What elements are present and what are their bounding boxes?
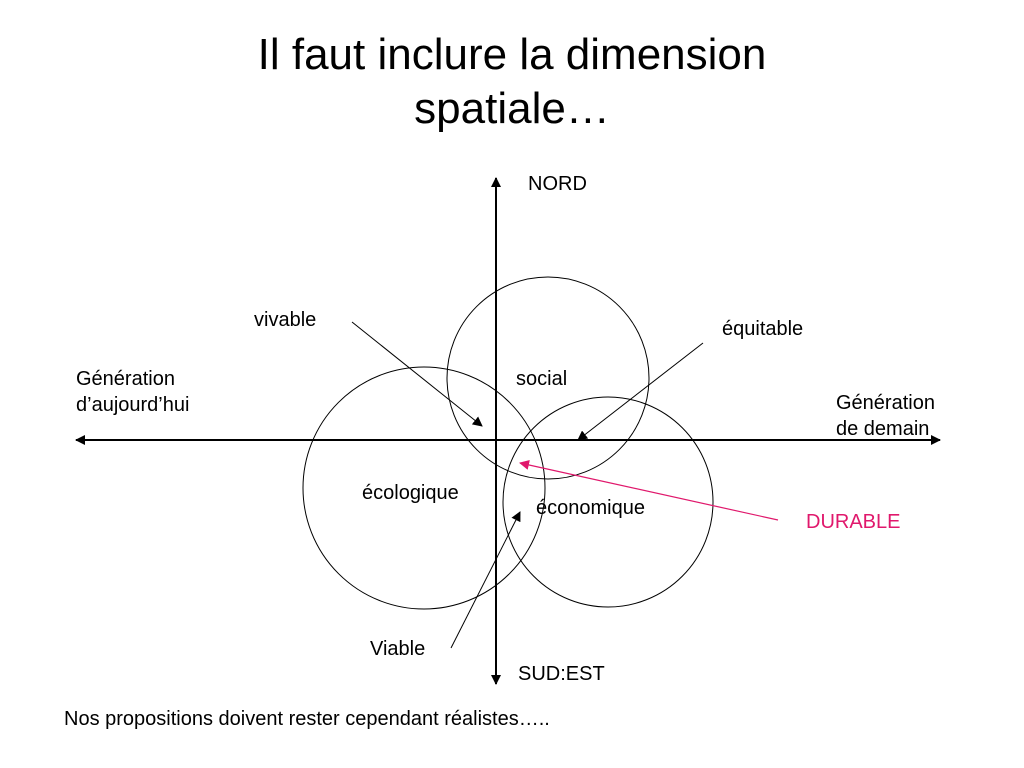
axis-label-south: SUD:EST xyxy=(518,663,605,685)
viable-arrow xyxy=(450,511,521,649)
axis-label-west-line2: d’aujourd’hui xyxy=(76,394,190,416)
vivable-arrow xyxy=(351,321,483,427)
annotation-durable: DURABLE xyxy=(806,511,901,533)
circle-label-social: social xyxy=(516,368,568,390)
slide-title-line1: Il faut inclure la dimension xyxy=(257,30,767,79)
axis-label-east-line1: Génération xyxy=(836,392,935,414)
annotation-equitable: équitable xyxy=(722,318,804,340)
durable-arrow xyxy=(519,460,779,521)
axis-label-west-line1: Génération xyxy=(76,368,175,390)
footer-note: Nos propositions doivent rester cependan… xyxy=(64,708,550,730)
axis-label-east: Génération de demain xyxy=(836,390,935,442)
axis-label-east-line2: de demain xyxy=(836,418,930,440)
equitable-arrow xyxy=(577,342,704,441)
circle-label-economique: économique xyxy=(536,497,645,519)
slide-title-line2: spatiale… xyxy=(414,84,610,133)
circle-ecologique xyxy=(302,366,546,610)
circle-label-ecologique: écologique xyxy=(362,482,459,504)
axis-label-north: NORD xyxy=(528,173,587,195)
axis-label-west: Génération d’aujourd’hui xyxy=(76,366,189,418)
slide-title: Il faut inclure la dimension spatiale… xyxy=(0,28,1024,136)
annotation-viable: Viable xyxy=(370,638,426,660)
annotation-vivable: vivable xyxy=(254,309,317,331)
circle-social xyxy=(446,276,650,480)
circle-economique xyxy=(502,396,714,608)
